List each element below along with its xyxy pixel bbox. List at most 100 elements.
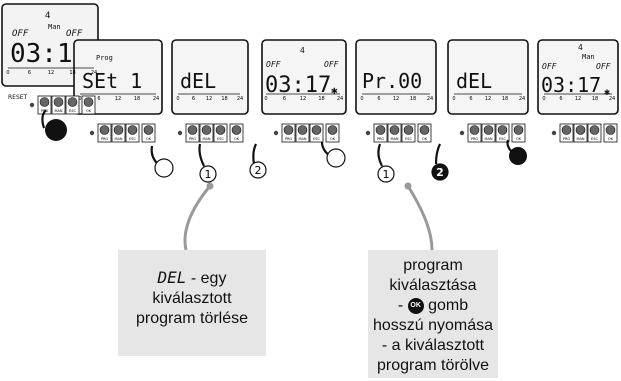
scale-tick-label: 0 [264,96,267,102]
press-indicator-empty [326,148,346,168]
man-button-label: MAN [202,137,210,141]
scale-tick-label: 12 [575,96,581,102]
ok-button-knob [513,125,524,135]
callout-line: kiválasztott [152,290,232,307]
callout-line: kiválasztása [389,277,477,294]
led-indicator [273,130,279,136]
esc-button-knob [589,125,600,135]
scale-tick-label: 18 [221,96,227,102]
step-marker-1b: 1 [377,165,395,183]
esc-button-label: ESC [405,137,412,141]
ok-button-knob [83,97,94,107]
man-button-knob [297,125,308,135]
prg-button-knob [283,125,294,135]
scale-tick-label: 0 [542,96,545,102]
man-button-label: MAN [114,137,122,141]
svg-text:1: 1 [205,168,212,181]
lcd-screen-6: 4 Man OFF OFF 03:17 ✱ [537,39,619,115]
esc-button-label: ESC [129,137,136,141]
leader-dot [206,182,214,190]
press-arrows [41,109,513,167]
mode-label: Man [582,53,595,61]
scale-tick-label: 6 [97,96,100,102]
star-icon: ✱ [331,84,338,97]
scale-tick-label: 18 [502,96,508,102]
ok-button-knob [419,125,430,135]
scale-tick-label: 12 [115,96,121,102]
mode-label: Man [48,23,61,31]
prg-button-knob [375,125,386,135]
off-left: OFF [542,62,557,71]
prg-button-knob [187,125,198,135]
esc-button-knob [497,125,508,135]
scale-tick-label: 12 [206,96,212,102]
led-indicator [551,130,557,136]
scale-tick-label: 12 [48,70,54,76]
esc-button-knob [311,125,322,135]
scale-tick-label: 0 [452,96,455,102]
ok-button-label: OK [608,137,614,141]
esc-button-knob [215,125,226,135]
press-indicator-filled [45,119,67,141]
esc-button-label: ESC [591,137,598,141]
scale-tick-label: 24 [337,96,343,102]
ok-button-label: OK [422,137,428,141]
lcd-main-text: dEL [456,69,492,93]
man-button-knob [483,125,494,135]
svg-text:2: 2 [436,166,444,179]
esc-button-knob [67,97,78,107]
svg-text:1: 1 [383,168,390,181]
ok-button-label: OK [516,137,522,141]
ok-button-icon: OK [407,297,424,314]
scale-tick-label: 18 [410,96,416,102]
ok-button-label: OK [234,137,240,141]
press-arrow [434,143,441,165]
off-right: OFF [66,29,83,39]
scale-tick-label: 24 [427,96,433,102]
channel-indicator: 4 [45,11,50,21]
callout-program-delete-steps: program kiválasztása - OK gomb hosszú ny… [368,250,498,378]
scale-tick-label: 6 [192,96,195,102]
press-arrow [41,109,47,129]
scale-tick-label: 24 [609,96,615,102]
led-indicator [365,130,371,136]
lcd-screen-4: Pr.00 [355,39,437,115]
led-indicator [177,130,183,136]
off-left: OFF [266,60,281,69]
led-indicator [89,130,95,136]
step-marker-1a: 1 [199,165,217,183]
man-button-label: MAN [298,137,306,141]
led-indicator [459,130,465,136]
esc-button-label: ESC [217,137,224,141]
esc-button-knob [403,125,414,135]
channel-indicator: 4 [300,46,305,55]
callout-del-description: DEL - egy kiválasztott program törlése [118,250,266,356]
ok-button-knob [231,125,242,135]
scale-tick-label: 24 [519,96,525,102]
man-button-label: MAN [54,109,62,113]
esc-button-label: ESC [499,137,506,141]
man-button-knob [113,125,124,135]
ok-button-label: OK [330,137,336,141]
scale-tick-label: 0 [176,96,179,102]
prog-label: Prog [96,54,113,62]
scale-tick-label: 0 [360,96,363,102]
scale-tick-label: 12 [485,96,491,102]
svg-text:2: 2 [255,164,262,177]
prg-button-knob [561,125,572,135]
step-marker-2b: 2 [431,163,449,181]
ok-button-label: OK [86,109,92,113]
scale-tick-label: 18 [592,96,598,102]
scale-tick-label: 6 [377,96,380,102]
scale-tick-label: 12 [300,96,306,102]
scale-tick-label: 6 [559,96,562,102]
press-indicator-empty [154,158,174,178]
led-indicator [29,102,35,108]
scale-tick-label: 0 [6,70,9,76]
press-indicator-filled [509,147,527,165]
prg-button-label: PRG [377,137,385,141]
callout-line: program törlése [135,310,249,327]
prg-button-label: PRG [189,137,197,141]
